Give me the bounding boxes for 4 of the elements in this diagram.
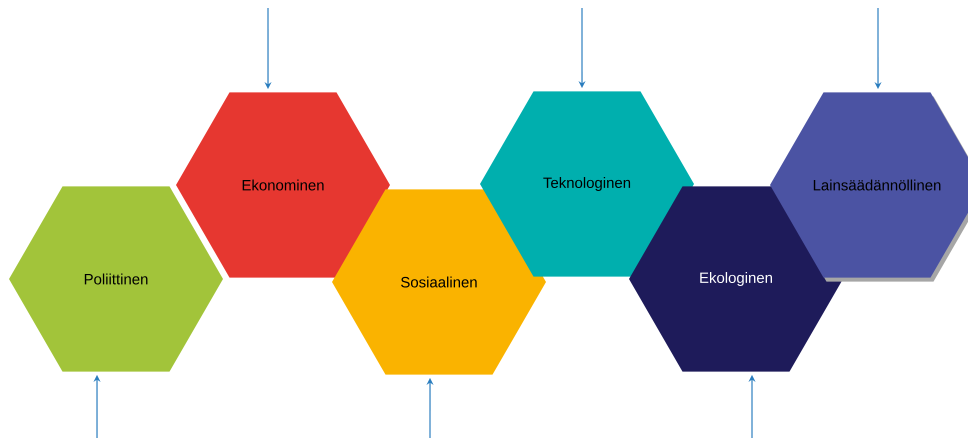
hexagon: Sosiaalinen [332, 189, 546, 375]
hexagon: Poliittinen [9, 186, 223, 372]
hexagon: Teknologinen [480, 91, 694, 277]
hexagon: Ekonominen [176, 92, 390, 278]
